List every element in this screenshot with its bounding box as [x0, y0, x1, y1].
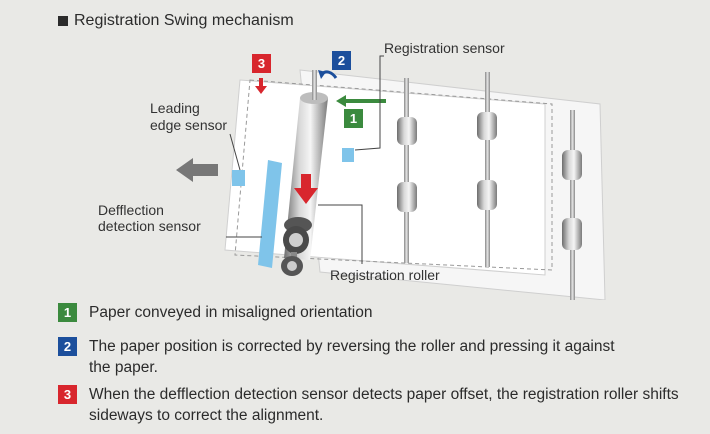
leading-edge-sensor	[232, 170, 245, 186]
registration-roller-label: Registration roller	[330, 267, 440, 283]
registration-sensor	[342, 148, 354, 162]
press-down-arrow-icon	[294, 174, 318, 204]
diagram-title: Registration Swing mechanism	[58, 12, 294, 30]
registration-sensor-label: Registration sensor	[384, 40, 505, 56]
deflection-detection-sensor	[258, 160, 282, 268]
legend-item-1: 1 Paper conveyed in misaligned orientati…	[58, 302, 372, 323]
roller-shaft-2	[477, 72, 497, 267]
legend-text-1: Paper conveyed in misaligned orientation	[89, 304, 373, 321]
conveyance-arrow-icon	[336, 95, 346, 107]
legend-badge-3: 3	[58, 385, 77, 404]
leading-edge-leader	[229, 133, 241, 171]
badge-2-diagram: 2	[332, 51, 351, 70]
legend-item-2: 2 The paper position is corrected by rev…	[58, 336, 629, 378]
title-text: Registration Swing mechanism	[74, 12, 294, 29]
roller-leader	[318, 204, 363, 264]
mechanism-illustration	[176, 55, 606, 300]
registration-sensor-leader	[354, 55, 384, 151]
legend-text-2: The paper position is corrected by rever…	[89, 338, 615, 376]
shift-arrow-icon	[255, 86, 267, 94]
legend-item-3: 3 When the defflection detection sensor …	[58, 384, 679, 426]
legend-text-3: When the defflection detection sensor de…	[89, 386, 679, 424]
roller-shaft-3	[562, 110, 582, 300]
badge-1-diagram: 1	[344, 109, 363, 128]
badge-3-diagram: 3	[252, 54, 271, 73]
leading-edge-label-line2: edge sensor	[150, 117, 228, 133]
legend-badge-1: 1	[58, 303, 77, 322]
deflection-label-line2: detection sensor	[98, 218, 201, 234]
leading-edge-label-line1: Leading	[150, 100, 200, 116]
bullet-square-icon	[58, 16, 68, 26]
legend-badge-2: 2	[58, 337, 77, 356]
deflection-label-line1: Defflection	[98, 202, 164, 218]
roller-shaft-1	[397, 78, 417, 263]
paper-direction-arrow-icon	[176, 158, 218, 182]
